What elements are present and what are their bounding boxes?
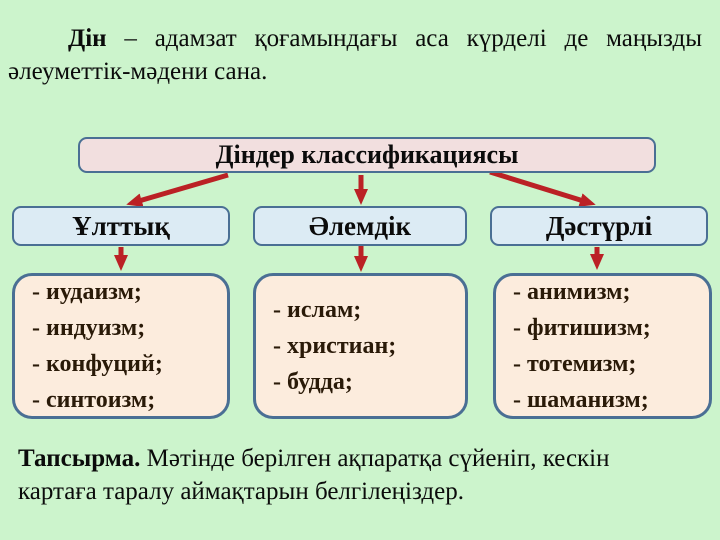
category-label-traditional: Дәстүрлі <box>545 210 653 241</box>
definition-line1: Дін – адамзат қоғамындағы аса күрделі де… <box>8 22 702 55</box>
category-label-world: Әлемдік <box>308 210 412 241</box>
list-item: - тотемизм; <box>513 351 637 377</box>
definition-paragraph: Дін – адамзат қоғамындағы аса күрделі де… <box>8 22 702 88</box>
national-religions-list: - иудаизм; - индуизм; - конфуций; - синт… <box>12 273 230 419</box>
task-line2: картаға таралу аймақтарын белгілеңіздер. <box>18 478 464 505</box>
list-item: - иудаизм; <box>32 279 142 305</box>
arrow-title-to-national <box>126 172 229 207</box>
list-item: - конфуций; <box>32 351 163 377</box>
list-item: - фитишизм; <box>513 315 651 341</box>
task-label: Тапсырма. <box>18 445 141 472</box>
classification-title: Діндер классификациясы <box>215 140 519 169</box>
list-item: - шаманизм; <box>513 387 649 413</box>
list-item: - будда; <box>273 369 353 395</box>
arrow-title-to-traditional <box>489 169 596 207</box>
task-line1: Тапсырма. Мәтінде берілген ақпаратқа сүй… <box>18 442 710 475</box>
category-box-world: Әлемдік <box>253 206 467 246</box>
world-religions-list: - ислам; - христиан; - будда; <box>253 273 468 419</box>
list-item: - индуизм; <box>32 315 146 341</box>
task-line1-text: Мәтінде берілген ақпаратқа сүйеніп, кеск… <box>146 445 610 472</box>
category-label-national: Ұлттық <box>72 210 170 241</box>
list-item: - христиан; <box>273 333 397 359</box>
category-box-national: Ұлттық <box>12 206 230 246</box>
list-item: - ислам; <box>273 297 362 323</box>
classification-title-box: Діндер классификациясы <box>78 137 656 173</box>
task-paragraph: Тапсырма. Мәтінде берілген ақпаратқа сүй… <box>18 442 710 508</box>
traditional-religions-list: - анимизм; - фитишизм; - тотемизм; - шам… <box>493 273 712 419</box>
definition-line2: әлеуметтік-мәдени сана. <box>8 58 268 85</box>
list-item: - анимизм; <box>513 279 631 305</box>
category-box-traditional: Дәстүрлі <box>490 206 708 246</box>
list-item: - синтоизм; <box>32 387 156 413</box>
definition-line1-text: – адамзат қоғамындағы аса күрделі де маң… <box>124 25 702 52</box>
definition-term: Дін <box>68 25 107 52</box>
